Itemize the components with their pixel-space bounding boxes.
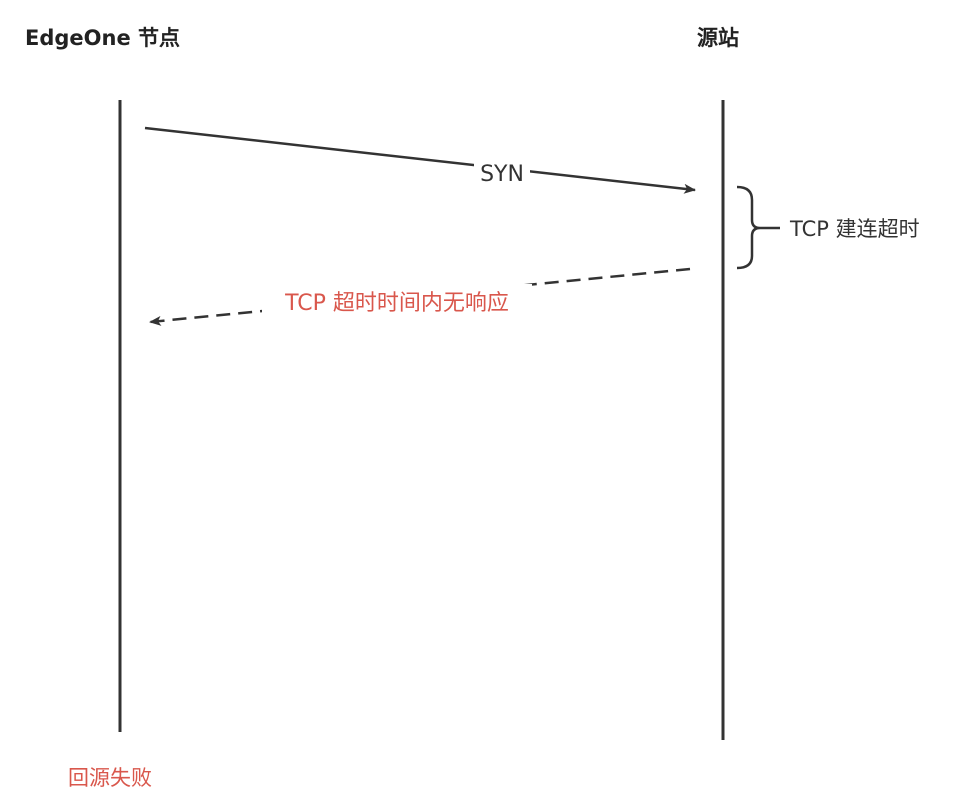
syn-label: SYN bbox=[480, 162, 524, 187]
origin-fetch-failed-label: 回源失败 bbox=[68, 766, 152, 790]
timeout-no-response-label: TCP 超时时间内无响应 bbox=[284, 291, 509, 316]
participant-edgeone-label: EdgeOne 节点 bbox=[25, 26, 180, 50]
timeout-label-bg bbox=[262, 284, 532, 318]
timeout-brace bbox=[736, 185, 761, 270]
participant-origin-label: 源站 bbox=[697, 26, 739, 50]
syn-arrow bbox=[144, 126, 696, 194]
syn-label-bg bbox=[474, 158, 530, 186]
tcp-connect-timeout-label: TCP 建连超时 bbox=[789, 217, 920, 241]
